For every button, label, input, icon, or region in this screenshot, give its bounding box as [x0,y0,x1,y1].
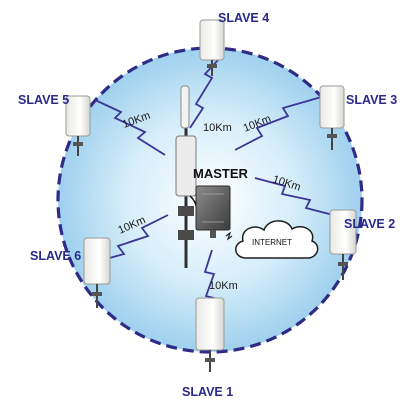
slave-1-antenna [196,298,224,372]
internet-label: INTERNET [252,238,292,247]
slave-2-label: SLAVE 2 [344,217,395,231]
master-pole-clamp [178,206,194,216]
slave-1-label: SLAVE 1 [182,385,233,399]
master-label: MASTER [193,166,249,181]
distance-label-slave-4: 10Km [203,122,232,134]
slave-4-label: SLAVE 4 [218,11,269,25]
master-enclosure-box [196,186,230,230]
master-connector [210,230,216,238]
master-antenna-rod [181,86,189,128]
distance-label-slave-1: 10Km [209,280,238,292]
slave-5-label: SLAVE 5 [18,93,69,107]
slave-6-label: SLAVE 6 [30,249,81,263]
slave-3-label: SLAVE 3 [346,93,397,107]
master-pole-clamp [178,230,194,240]
